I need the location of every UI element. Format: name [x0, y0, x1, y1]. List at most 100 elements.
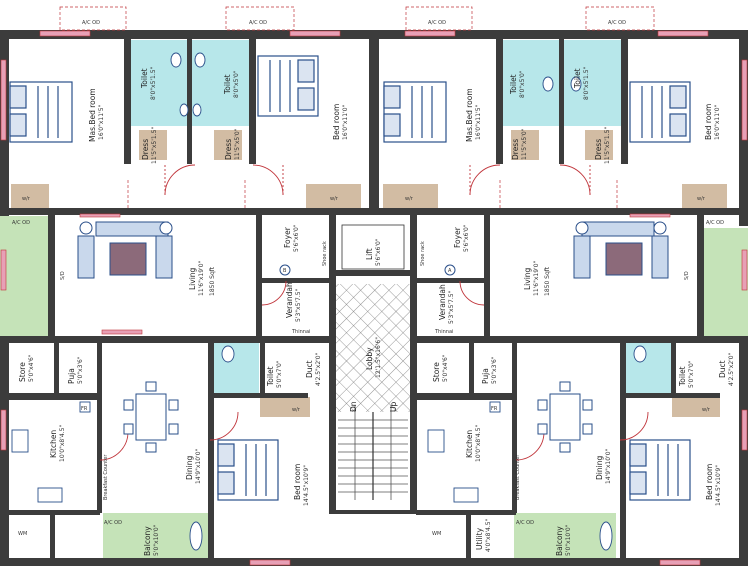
fr-tag-right: FR: [491, 406, 498, 412]
puja-left-dim: 5'0"x3'6": [77, 356, 84, 384]
sd-tag-right: S/D: [684, 271, 690, 280]
mbed-left-dim: 16'0"x11'5": [98, 104, 105, 140]
toilet-area-bottom-left: [211, 343, 259, 393]
bed2-right-name: Bed room: [705, 464, 714, 500]
balcony-fills: [0, 216, 748, 559]
verandah-left-dim: 5'3"x5'7.5": [295, 288, 302, 322]
store-left-name: Store: [18, 362, 27, 382]
wr-tag-3: w/r: [405, 196, 414, 202]
living-sets: [77, 221, 669, 279]
bcounter-left: Breakfast Counter: [103, 454, 109, 500]
toilet-left1-dim: 8'0"x5'1.5": [150, 66, 157, 100]
wr-tag-5: w/r: [292, 407, 301, 413]
sanitary-fixtures: [170, 52, 647, 551]
foyer-left-dim: 5'6"x6'0": [293, 224, 300, 252]
area-left: 1850 Sqft: [209, 266, 216, 296]
doors: [99, 164, 649, 461]
flat-a-marker: [444, 264, 456, 276]
acod-tag-2: A/C OD: [249, 20, 267, 26]
windows: [0, 30, 748, 566]
mbed-right-name: Mas.Bed room: [465, 88, 474, 142]
acod-tag-3: A/C OD: [428, 20, 446, 26]
foyer-left-name: Foyer: [283, 226, 292, 248]
acod-tag-8: A/C OD: [516, 520, 534, 526]
toilet-right3-dim: 5'0"x7'0": [688, 360, 695, 388]
stairs-dn: Dn: [349, 401, 358, 412]
lift-shaft: [341, 224, 405, 270]
flat-b-marker: [279, 264, 291, 276]
store-left-dim: 5'0"x4'6": [28, 354, 35, 382]
wr-tag-2: w/r: [330, 196, 339, 202]
dress-right2-dim: 11'5"x5'1.5": [604, 127, 611, 164]
toilet-left2-dim: 8'0"x5'0": [233, 70, 240, 98]
toilet-left2-name: Toilet: [223, 74, 232, 95]
living-left-dim: 11'6"x19'0": [198, 260, 205, 296]
lobby-dim: 12'1.5"x16'6": [375, 337, 382, 378]
balcony-right-name: Balcony: [555, 526, 564, 556]
bed2-left-dim: 14'4.5"x10'9": [303, 465, 310, 506]
toilet-right1-dim: 8'0"x5'0": [519, 70, 526, 98]
shoe-rack-left: Shoe rack: [322, 241, 328, 266]
bed-right-dim: 16'0"x11'0": [714, 104, 721, 140]
flat-a-letter: A: [448, 268, 452, 274]
room-labels: Mas.Bed room 16'0"x11'5" Toilet 8'0"x5'1…: [18, 66, 735, 556]
dining-left-dim: 14'9"x10'0": [195, 448, 202, 484]
flat-markers: B A: [279, 264, 456, 276]
kitchen-left-name: Kitchen: [49, 430, 58, 458]
sd-tag-left: S/D: [60, 271, 66, 280]
thinnai-left: Thinnai: [291, 329, 310, 335]
duct-right-dim: 4'2.5"x2'0": [728, 352, 735, 386]
balcony-left-edge: [0, 216, 52, 336]
puja-right-name: Puja: [481, 368, 490, 384]
toilet-left3-dim: 5'0"x7'0": [276, 360, 283, 388]
wr-tag-1: w/r: [22, 196, 31, 202]
toilet-right1-name: Toilet: [509, 74, 518, 95]
duct-left-dim: 4'2.5"x2'0": [315, 352, 322, 386]
kitchen-left-dim: 10'0"x8'4.5": [59, 425, 66, 462]
acod-tag-7: A/C OD: [104, 520, 122, 526]
bcounter-right: Breakfast Counter: [515, 454, 521, 500]
beds: [9, 55, 691, 501]
dress-left2-dim: 11'5"x5'0": [234, 128, 241, 160]
duct-right-name: Duct: [718, 360, 727, 378]
mbed-right-dim: 16'0"x11'5": [475, 104, 482, 140]
living-right-name: Living: [523, 267, 532, 290]
area-right: 1850 Sqft: [544, 266, 551, 296]
toilet-right3-name: Toilet: [678, 366, 687, 387]
acod-tag-1: A/C OD: [82, 20, 100, 26]
living-right-dim: 11'6"x19'0": [533, 260, 540, 296]
lobby-name: Lobby: [365, 347, 374, 370]
acod-tag-6: A/C OD: [706, 220, 724, 226]
kitchen-right-name: Kitchen: [465, 430, 474, 458]
toilet-left1-name: Toilet: [140, 68, 149, 89]
mbed-left-name: Mas.Bed room: [88, 88, 97, 142]
verandah-left-name: Verandah: [285, 282, 294, 318]
toilet-area-bottom-right: [623, 343, 671, 393]
dining-left-name: Dining: [185, 456, 194, 480]
store-right-dim: 5'0"x4'6": [442, 354, 449, 382]
lobby-floor: [335, 284, 411, 412]
tags: A/C OD A/C OD A/C OD A/C OD A/C OD A/C O…: [12, 20, 724, 537]
bed2-right-dim: 14'4.5"x10'9": [715, 465, 722, 506]
kitchen-right-dim: 10'0"x8'4.5": [475, 425, 482, 462]
dining-right-name: Dining: [595, 456, 604, 480]
verandah-right-name: Verandah: [438, 284, 447, 320]
wardrobes: [11, 130, 727, 417]
stairs-up: Up: [389, 402, 398, 412]
wm-tag-right: WM: [432, 531, 441, 537]
bed-left-dim: 16'0"x11'0": [342, 104, 349, 140]
toilet-left3-name: Toilet: [266, 366, 275, 387]
bed-right-name: Bed room: [704, 104, 713, 140]
duct-left-name: Duct: [305, 360, 314, 378]
dining-right-dim: 14'9"x10'0": [605, 448, 612, 484]
bed-left-name: Bed room: [332, 104, 341, 140]
wr-tag-6: w/r: [702, 407, 711, 413]
lift-name: Lift: [365, 248, 374, 260]
shoe-rack-right: Shoe rack: [420, 241, 426, 266]
thinnai-right: Thinnai: [434, 329, 453, 335]
balcony-right-dim: 5'0"x10'0": [565, 524, 572, 556]
living-left-name: Living: [188, 267, 197, 290]
utility-right-name: Utility: [475, 527, 484, 550]
wm-tag-left: WM: [18, 531, 27, 537]
